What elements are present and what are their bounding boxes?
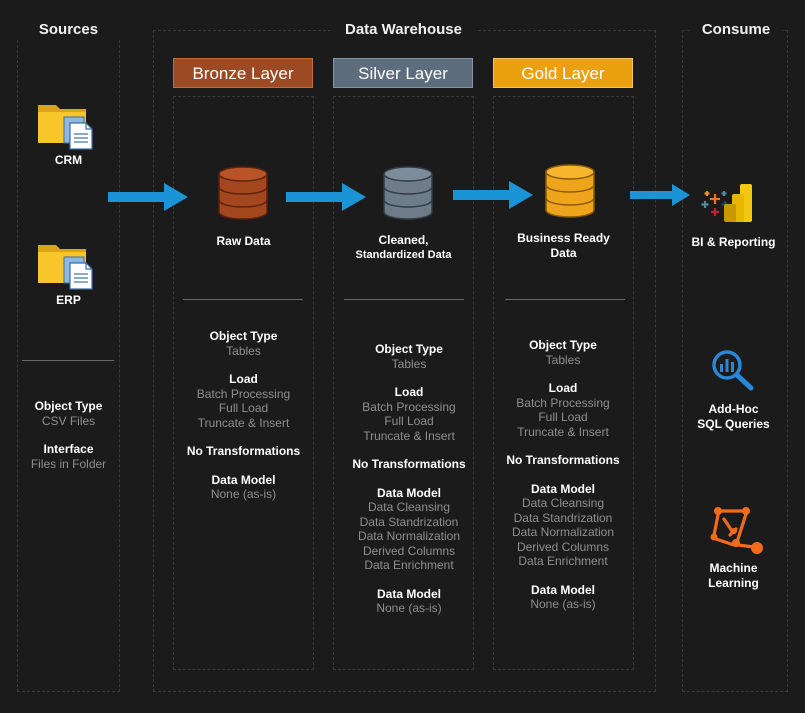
bronze-load-heading: Load	[229, 372, 258, 386]
machine-learning-icon	[710, 507, 763, 554]
bronze-data-model-heading: Data Model	[211, 472, 276, 487]
gold-layer-header: Gold Layer	[493, 58, 633, 88]
silver-load-value-1: Batch Processing	[362, 399, 456, 414]
erp-folder-file-icon	[36, 239, 98, 291]
gold-load-value-2: Full Load	[538, 410, 588, 424]
silver-data-model-2-value: None (as-is)	[376, 601, 442, 615]
gold-data-model-value-3: Data Normalization	[511, 525, 615, 539]
sources-object-type-heading: Object Type	[34, 399, 103, 413]
gold-data-model-2-value: None (as-is)	[530, 597, 596, 611]
gold-db-label-line1: Business Ready	[517, 231, 610, 245]
sql-queries-label: Add-Hoc SQL Queries	[682, 402, 785, 432]
sources-separator	[22, 360, 114, 361]
sources-object-type-value: CSV Files	[41, 413, 96, 428]
bronze-load-value-3: Truncate & Insert	[197, 415, 290, 430]
gold-data-model-value-5: Data Enrichment	[518, 554, 608, 568]
bronze-db-label: Raw Data	[216, 234, 271, 248]
bronze-load-value-2: Full Load	[218, 401, 269, 415]
silver-load-heading: Load	[394, 385, 424, 399]
silver-data-model-value-1: Data Cleansing	[367, 500, 451, 514]
bronze-object-type-value: Tables	[226, 343, 261, 358]
silver-info: Object Type Tables Load Batch Processing…	[333, 342, 485, 616]
gold-db-label: Business Ready Data	[493, 231, 634, 261]
silver-data-model-value-5: Data Enrichment	[364, 558, 454, 572]
silver-data-model-value-4: Derived Columns	[362, 543, 456, 558]
silver-object-type-value: Tables	[391, 356, 427, 371]
bronze-database-icon	[218, 166, 268, 220]
bronze-data-model-value: None (as-is)	[210, 487, 277, 501]
sources-interface-heading: Interface	[43, 442, 94, 456]
arrow-right-icon	[630, 184, 690, 206]
gold-separator	[505, 299, 625, 300]
crm-label: CRM	[54, 153, 83, 167]
gold-transformations: No Transformations	[506, 453, 620, 467]
arrow-right-icon	[453, 181, 533, 209]
silver-database-icon	[383, 166, 433, 220]
gold-database-icon	[545, 164, 595, 218]
silver-data-model-2-heading: Data Model	[376, 586, 441, 601]
sources-info: Object Type CSV Files Interface Files in…	[17, 399, 120, 471]
machine-learning-label-line2: Learning	[708, 576, 759, 590]
bronze-transformations: No Transformations	[186, 444, 301, 458]
silver-data-model-value-3: Data Normalization	[357, 529, 461, 543]
sql-queries-label-line2: SQL Queries	[697, 417, 770, 431]
silver-load-value-3: Truncate & Insert	[363, 428, 455, 443]
silver-data-model-value-2: Data Standrization	[359, 514, 459, 529]
gold-db-label-line2: Data	[550, 246, 577, 260]
silver-db-label-line1: Cleaned,	[378, 233, 429, 247]
silver-load-value-2: Full Load	[384, 414, 434, 428]
gold-data-model-value-2: Data Standrization	[513, 510, 613, 525]
gold-container	[493, 96, 634, 670]
machine-learning-label: Machine Learning	[682, 561, 785, 591]
silver-data-model-heading: Data Model	[376, 485, 441, 500]
sql-queries-label-line1: Add-Hoc	[708, 402, 759, 416]
bronze-object-type-heading: Object Type	[209, 329, 278, 343]
warehouse-title: Data Warehouse	[330, 21, 477, 38]
silver-db-label: Cleaned, Standardized Data	[333, 233, 474, 263]
sources-title: Sources	[17, 21, 120, 38]
bi-reporting-label: BI & Reporting	[691, 235, 776, 249]
search-chart-icon	[712, 350, 754, 391]
bronze-container	[173, 96, 314, 670]
arrow-right-icon	[108, 183, 188, 211]
bronze-separator	[183, 299, 303, 300]
gold-info: Object Type Tables Load Batch Processing…	[487, 338, 639, 612]
silver-transformations: No Transformations	[352, 457, 466, 471]
gold-object-type-value: Tables	[545, 352, 581, 367]
consume-title: Consume	[690, 21, 782, 38]
silver-object-type-heading: Object Type	[375, 342, 443, 356]
machine-learning-label-line1: Machine	[709, 561, 758, 575]
gold-load-value-1: Batch Processing	[516, 395, 610, 410]
gold-object-type-heading: Object Type	[529, 338, 597, 352]
gold-data-model-2-heading: Data Model	[530, 582, 595, 597]
gold-load-heading: Load	[548, 381, 578, 395]
bronze-layer-header: Bronze Layer	[173, 58, 313, 88]
silver-container	[333, 96, 474, 670]
bronze-load-value-1: Batch Processing	[196, 386, 291, 401]
arrow-right-icon	[286, 183, 366, 211]
silver-db-label-line2: Standardized Data	[355, 249, 452, 261]
powerbi-icon	[724, 184, 752, 222]
sources-interface-value: Files in Folder	[30, 456, 107, 471]
gold-load-value-3: Truncate & Insert	[517, 424, 609, 439]
crm-folder-file-icon	[36, 99, 98, 151]
silver-layer-header: Silver Layer	[333, 58, 473, 88]
silver-separator	[344, 299, 464, 300]
erp-label: ERP	[56, 293, 81, 307]
gold-data-model-heading: Data Model	[530, 481, 595, 496]
gold-data-model-value-1: Data Cleansing	[521, 496, 605, 510]
gold-data-model-value-4: Derived Columns	[516, 539, 610, 554]
bronze-info: Object Type Tables Load Batch Processing…	[173, 329, 314, 502]
